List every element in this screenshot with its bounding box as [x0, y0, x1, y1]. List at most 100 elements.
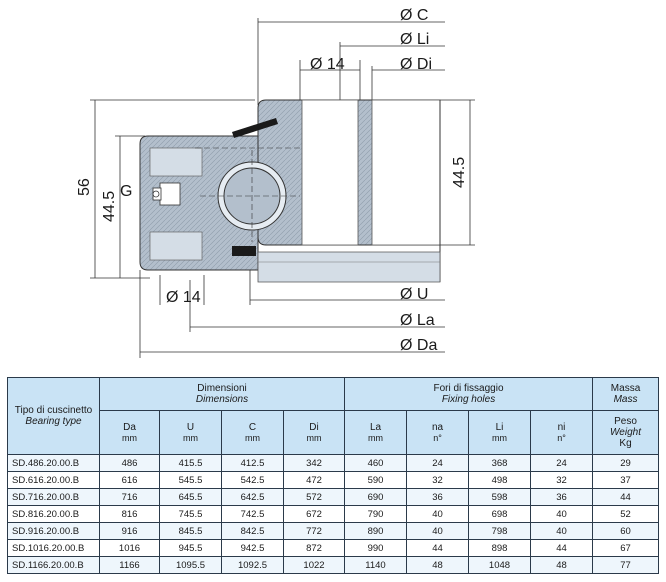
cell-ni: 36 — [529, 488, 594, 506]
cell-da: 716 — [99, 488, 160, 506]
cell-ni: 32 — [529, 471, 594, 489]
cell-da: 486 — [99, 454, 160, 472]
col-peso-label: Peso — [614, 416, 637, 427]
col-kg-unit: Kg — [619, 438, 632, 449]
col-ni-label: ni — [557, 421, 566, 433]
cell-la: 990 — [344, 539, 407, 557]
cell-u: 1095.5 — [159, 556, 222, 574]
cell-c: 742.5 — [221, 505, 284, 523]
label-hole-top: Ø 14 — [310, 56, 345, 73]
cell-model: SD.816.20.00.B — [7, 505, 100, 523]
cell-weight: 77 — [592, 556, 660, 574]
cell-u: 745.5 — [159, 505, 222, 523]
header-dimensions: Dimensioni Dimensions — [99, 377, 345, 411]
cell-la: 690 — [344, 488, 407, 506]
bottom-dimension-lines — [139, 270, 445, 358]
cell-weight: 44 — [592, 488, 660, 506]
col-c-label: C — [248, 421, 257, 433]
header-fixing-holes: Fori di fissaggio Fixing holes — [343, 377, 594, 411]
col-da-label: Da — [123, 421, 136, 433]
cell-c: 942.5 — [221, 539, 284, 557]
label-di: Ø Di — [400, 56, 432, 73]
cell-li: 1048 — [468, 556, 531, 574]
cell-na: 32 — [406, 471, 469, 489]
col-na-unit: n° — [433, 432, 442, 443]
header-fix-it: Fori di fissaggio — [433, 383, 504, 394]
col-di-unit: mm — [306, 432, 322, 443]
header-fix-en: Fixing holes — [441, 394, 496, 405]
header-mass-en: Mass — [613, 394, 638, 405]
label-height-445-right: 44.5 — [451, 157, 468, 188]
cell-da: 616 — [99, 471, 160, 489]
cell-li: 498 — [468, 471, 531, 489]
col-la-label: La — [369, 421, 382, 433]
ball-raceway — [200, 150, 300, 242]
cell-na: 36 — [406, 488, 469, 506]
cell-model: SD.1016.20.00.B — [7, 539, 100, 557]
cell-u: 845.5 — [159, 522, 222, 540]
label-height-56: 56 — [76, 178, 93, 196]
col-u-unit: mm — [183, 432, 198, 443]
table-row: SD.1016.20.00.B 1016 945.5 942.5 872 990… — [7, 539, 660, 557]
label-la: Ø La — [400, 312, 435, 329]
header-mass: Massa Mass — [592, 377, 660, 411]
label-hole-bottom: Ø 14 — [166, 289, 201, 306]
cell-da: 1016 — [99, 539, 160, 557]
table-row: SD.616.20.00.B 616 545.5 542.5 472 590 3… — [7, 471, 660, 489]
cell-model: SD.716.20.00.B — [7, 488, 100, 506]
seal-shims — [232, 118, 278, 256]
cell-ni: 40 — [529, 522, 594, 540]
cell-na: 48 — [406, 556, 469, 574]
cell-model: SD.486.20.00.B — [7, 454, 100, 472]
cell-c: 842.5 — [221, 522, 284, 540]
table-row: SD.1166.20.00.B 1166 1095.5 1092.5 1022 … — [7, 556, 660, 574]
cell-weight: 60 — [592, 522, 660, 540]
header-mass-it: Massa — [610, 383, 641, 394]
inner-ring-section — [257, 99, 441, 282]
cell-model: SD.1166.20.00.B — [7, 556, 100, 574]
cell-model: SD.616.20.00.B — [7, 471, 100, 489]
table-row: SD.486.20.00.B 486 415.5 412.5 342 460 2… — [7, 454, 660, 472]
cell-la: 1140 — [344, 556, 407, 574]
cell-ni: 40 — [529, 505, 594, 523]
cell-li: 698 — [468, 505, 531, 523]
cell-na: 24 — [406, 454, 469, 472]
col-da-unit: mm — [122, 432, 137, 443]
cell-c: 542.5 — [221, 471, 284, 489]
col-na-label: na — [431, 421, 444, 433]
cell-la: 460 — [344, 454, 407, 472]
header-bearing-type: Tipo di cuscinetto Bearing type — [7, 377, 100, 455]
label-u: Ø U — [400, 286, 428, 303]
col-li-label: Li — [495, 421, 504, 433]
cell-c: 1092.5 — [221, 556, 284, 574]
bottom-plate — [257, 251, 441, 283]
grease-nipple-icon — [152, 182, 181, 206]
header-dim-it: Dimensioni — [197, 383, 247, 394]
cell-li: 368 — [468, 454, 531, 472]
cell-di: 1022 — [283, 556, 345, 574]
cell-u: 945.5 — [159, 539, 222, 557]
header-type-it: Tipo di cuscinetto — [14, 405, 93, 416]
cell-c: 412.5 — [221, 454, 284, 472]
cell-na: 44 — [406, 539, 469, 557]
label-g: G — [120, 183, 132, 200]
cell-ni: 48 — [529, 556, 594, 574]
label-da: Ø Da — [400, 337, 437, 354]
col-u-label: U — [186, 421, 195, 433]
cell-di: 472 — [283, 471, 345, 489]
cell-ni: 24 — [529, 454, 594, 472]
table-row: SD.816.20.00.B 816 745.5 742.5 672 790 4… — [7, 505, 660, 523]
col-di-label: Di — [309, 421, 319, 433]
cell-weight: 67 — [592, 539, 660, 557]
col-weight-label: Weight — [610, 427, 641, 438]
cell-c: 642.5 — [221, 488, 284, 506]
cell-li: 798 — [468, 522, 531, 540]
cell-da: 916 — [99, 522, 160, 540]
cell-na: 40 — [406, 505, 469, 523]
cell-u: 645.5 — [159, 488, 222, 506]
